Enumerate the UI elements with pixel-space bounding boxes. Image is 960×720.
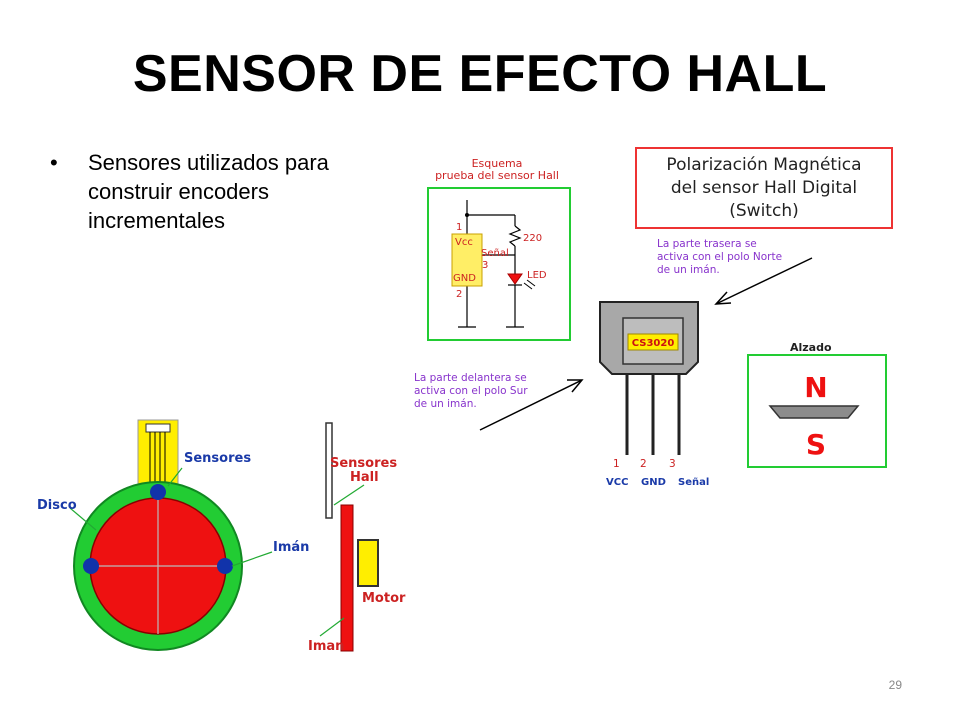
- vcc-label: Vcc: [455, 237, 473, 248]
- pin1-label: 1: [456, 222, 462, 233]
- hall-sensor-body: [451, 233, 483, 287]
- pin-name-signal: Señal: [678, 477, 709, 488]
- chip-label: CS3020: [632, 338, 675, 349]
- hall-sensors-label-line1: Sensores: [330, 456, 397, 471]
- pin-name-gnd: GND: [641, 477, 666, 488]
- schematic-frame: [427, 187, 571, 341]
- magnet-right: [217, 558, 233, 574]
- encoder-disk-diagram: Sensores Disco Imán: [37, 419, 309, 651]
- polarization-title-line3: (Switch): [729, 201, 798, 221]
- gnd-label: GND: [453, 273, 476, 284]
- pin-number-3: 3: [669, 458, 676, 470]
- signal-label: Señal: [481, 248, 509, 259]
- schematic-title-line2: prueba del sensor Hall: [435, 169, 559, 182]
- polarization-title-line2: del sensor Hall Digital: [671, 178, 857, 198]
- resistor-label: 220: [523, 233, 542, 244]
- slide-title: SENSOR DE EFECTO HALL: [132, 45, 828, 103]
- schematic-title-line1: Esquema: [472, 157, 523, 170]
- polarization-title-line1: Polarización Magnética: [666, 155, 861, 175]
- rear-note-line1: La parte trasera se: [657, 238, 757, 250]
- magnet-label: Imán: [273, 540, 309, 555]
- pin-number-1: 1: [613, 458, 620, 470]
- front-arrow: [479, 379, 583, 431]
- bullet-dot-icon: •: [50, 150, 58, 175]
- bullet-item: • Sensores utilizados para construir enc…: [50, 148, 390, 235]
- side-magnet-label: Iman: [308, 639, 344, 654]
- front-note-line2: activa con el polo Sur: [414, 385, 528, 397]
- pin-number-2: 2: [640, 458, 647, 470]
- magnetic-polarization-diagram: Polarización Magnética del sensor Hall D…: [414, 147, 893, 488]
- page-number: 29: [888, 678, 902, 692]
- rear-note-line3: de un imán.: [657, 264, 720, 276]
- magnet-top: [150, 484, 166, 500]
- north-pole-label: N: [804, 371, 827, 404]
- test-circuit-schematic: Esquema prueba del sensor Hall 1 Vcc GND…: [427, 157, 571, 341]
- elevation-label: Alzado: [790, 341, 832, 354]
- motor-label: Motor: [362, 591, 406, 606]
- magnet-left: [83, 558, 99, 574]
- pin2-label: 2: [456, 289, 462, 300]
- hall-sensors-label-line2: Hall: [350, 470, 379, 485]
- sensors-label: Sensores: [184, 451, 251, 466]
- front-note-line3: de un imán.: [414, 398, 477, 410]
- led-label: LED: [527, 270, 547, 281]
- disk-label: Disco: [37, 498, 77, 513]
- rear-note-line2: activa con el polo Norte: [657, 251, 782, 263]
- hall-chip: CS3020: [599, 301, 699, 455]
- pin3-label: 3: [482, 260, 488, 271]
- pin-name-vcc: VCC: [606, 477, 628, 488]
- front-note-line1: La parte delantera se: [414, 372, 527, 384]
- magnet-plate: [768, 405, 860, 419]
- schematic-wires: [458, 200, 524, 328]
- south-pole-label: S: [806, 428, 826, 461]
- polarization-title-box: [635, 147, 893, 229]
- led-icon: [507, 273, 523, 285]
- encoder-side-view: Sensores Hall Motor Iman: [308, 422, 406, 654]
- bullet-list: • Sensores utilizados para construir enc…: [50, 148, 390, 235]
- bullet-text: Sensores utilizados para construir encod…: [88, 150, 329, 233]
- rear-arrow: [715, 257, 813, 305]
